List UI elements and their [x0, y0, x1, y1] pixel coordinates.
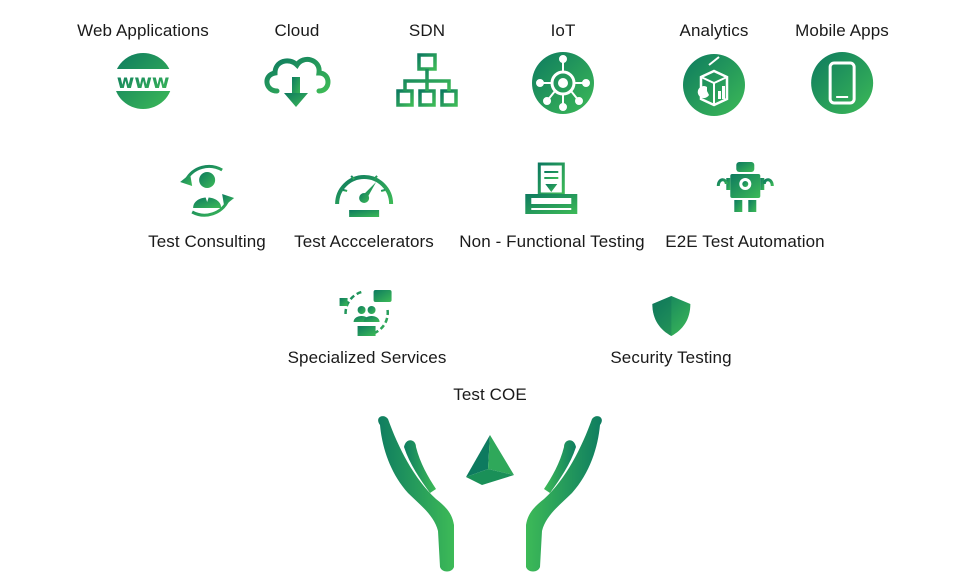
test-consulting-label: Test Consulting	[148, 232, 266, 251]
iot-hub-icon	[532, 52, 594, 114]
document-scanner-icon	[524, 162, 577, 214]
specialized-services-item: Specialized Services	[288, 286, 447, 368]
e2e-test-automation-label: E2E Test Automation	[665, 232, 825, 251]
cloud-download-icon	[264, 56, 331, 107]
analytics-item: Analytics	[679, 21, 749, 117]
e2e-test-automation-item: E2E Test Automation	[665, 160, 825, 252]
test-accelerators-label: Test Acccelerators	[294, 232, 434, 251]
specialized-services-label: Specialized Services	[287, 348, 447, 367]
analytics-label: Analytics	[679, 21, 749, 40]
test-coe-item: Test COE	[370, 385, 610, 573]
support-services-icon	[339, 290, 392, 336]
hands-pyramid-icon	[378, 416, 602, 572]
network-hierarchy-icon	[396, 53, 458, 107]
iot-item: IoT	[530, 21, 596, 115]
non-functional-testing-item: Non - Functional Testing	[459, 160, 645, 252]
sdn-label: SDN	[408, 21, 446, 40]
cloud-label: Cloud	[274, 21, 320, 40]
mobile-apps-label: Mobile Apps	[795, 21, 889, 40]
shield-icon	[651, 296, 690, 336]
security-testing-label: Security Testing	[610, 348, 732, 367]
test-consulting-item: Test Consulting	[148, 160, 266, 252]
test-coe-label: Test COE	[453, 385, 527, 404]
mobile-apps-item: Mobile Apps	[795, 21, 889, 115]
cloud-item: Cloud	[259, 21, 335, 111]
sdn-item: SDN	[394, 21, 460, 111]
www-icon: www	[109, 53, 176, 109]
web-applications-item: Web Applications www	[77, 21, 209, 111]
analytics-cube-icon	[683, 54, 745, 116]
consultant-icon	[179, 164, 234, 217]
robot-icon	[716, 162, 774, 212]
iot-label: IoT	[550, 21, 576, 40]
speedometer-icon	[335, 170, 393, 217]
test-accelerators-item: Test Acccelerators	[294, 160, 434, 252]
web-applications-label: Web Applications	[77, 21, 209, 40]
mobile-phone-icon	[811, 52, 873, 114]
svg-text:www: www	[117, 71, 170, 93]
security-testing-item: Security Testing	[610, 286, 732, 368]
non-functional-testing-label: Non - Functional Testing	[459, 232, 645, 251]
